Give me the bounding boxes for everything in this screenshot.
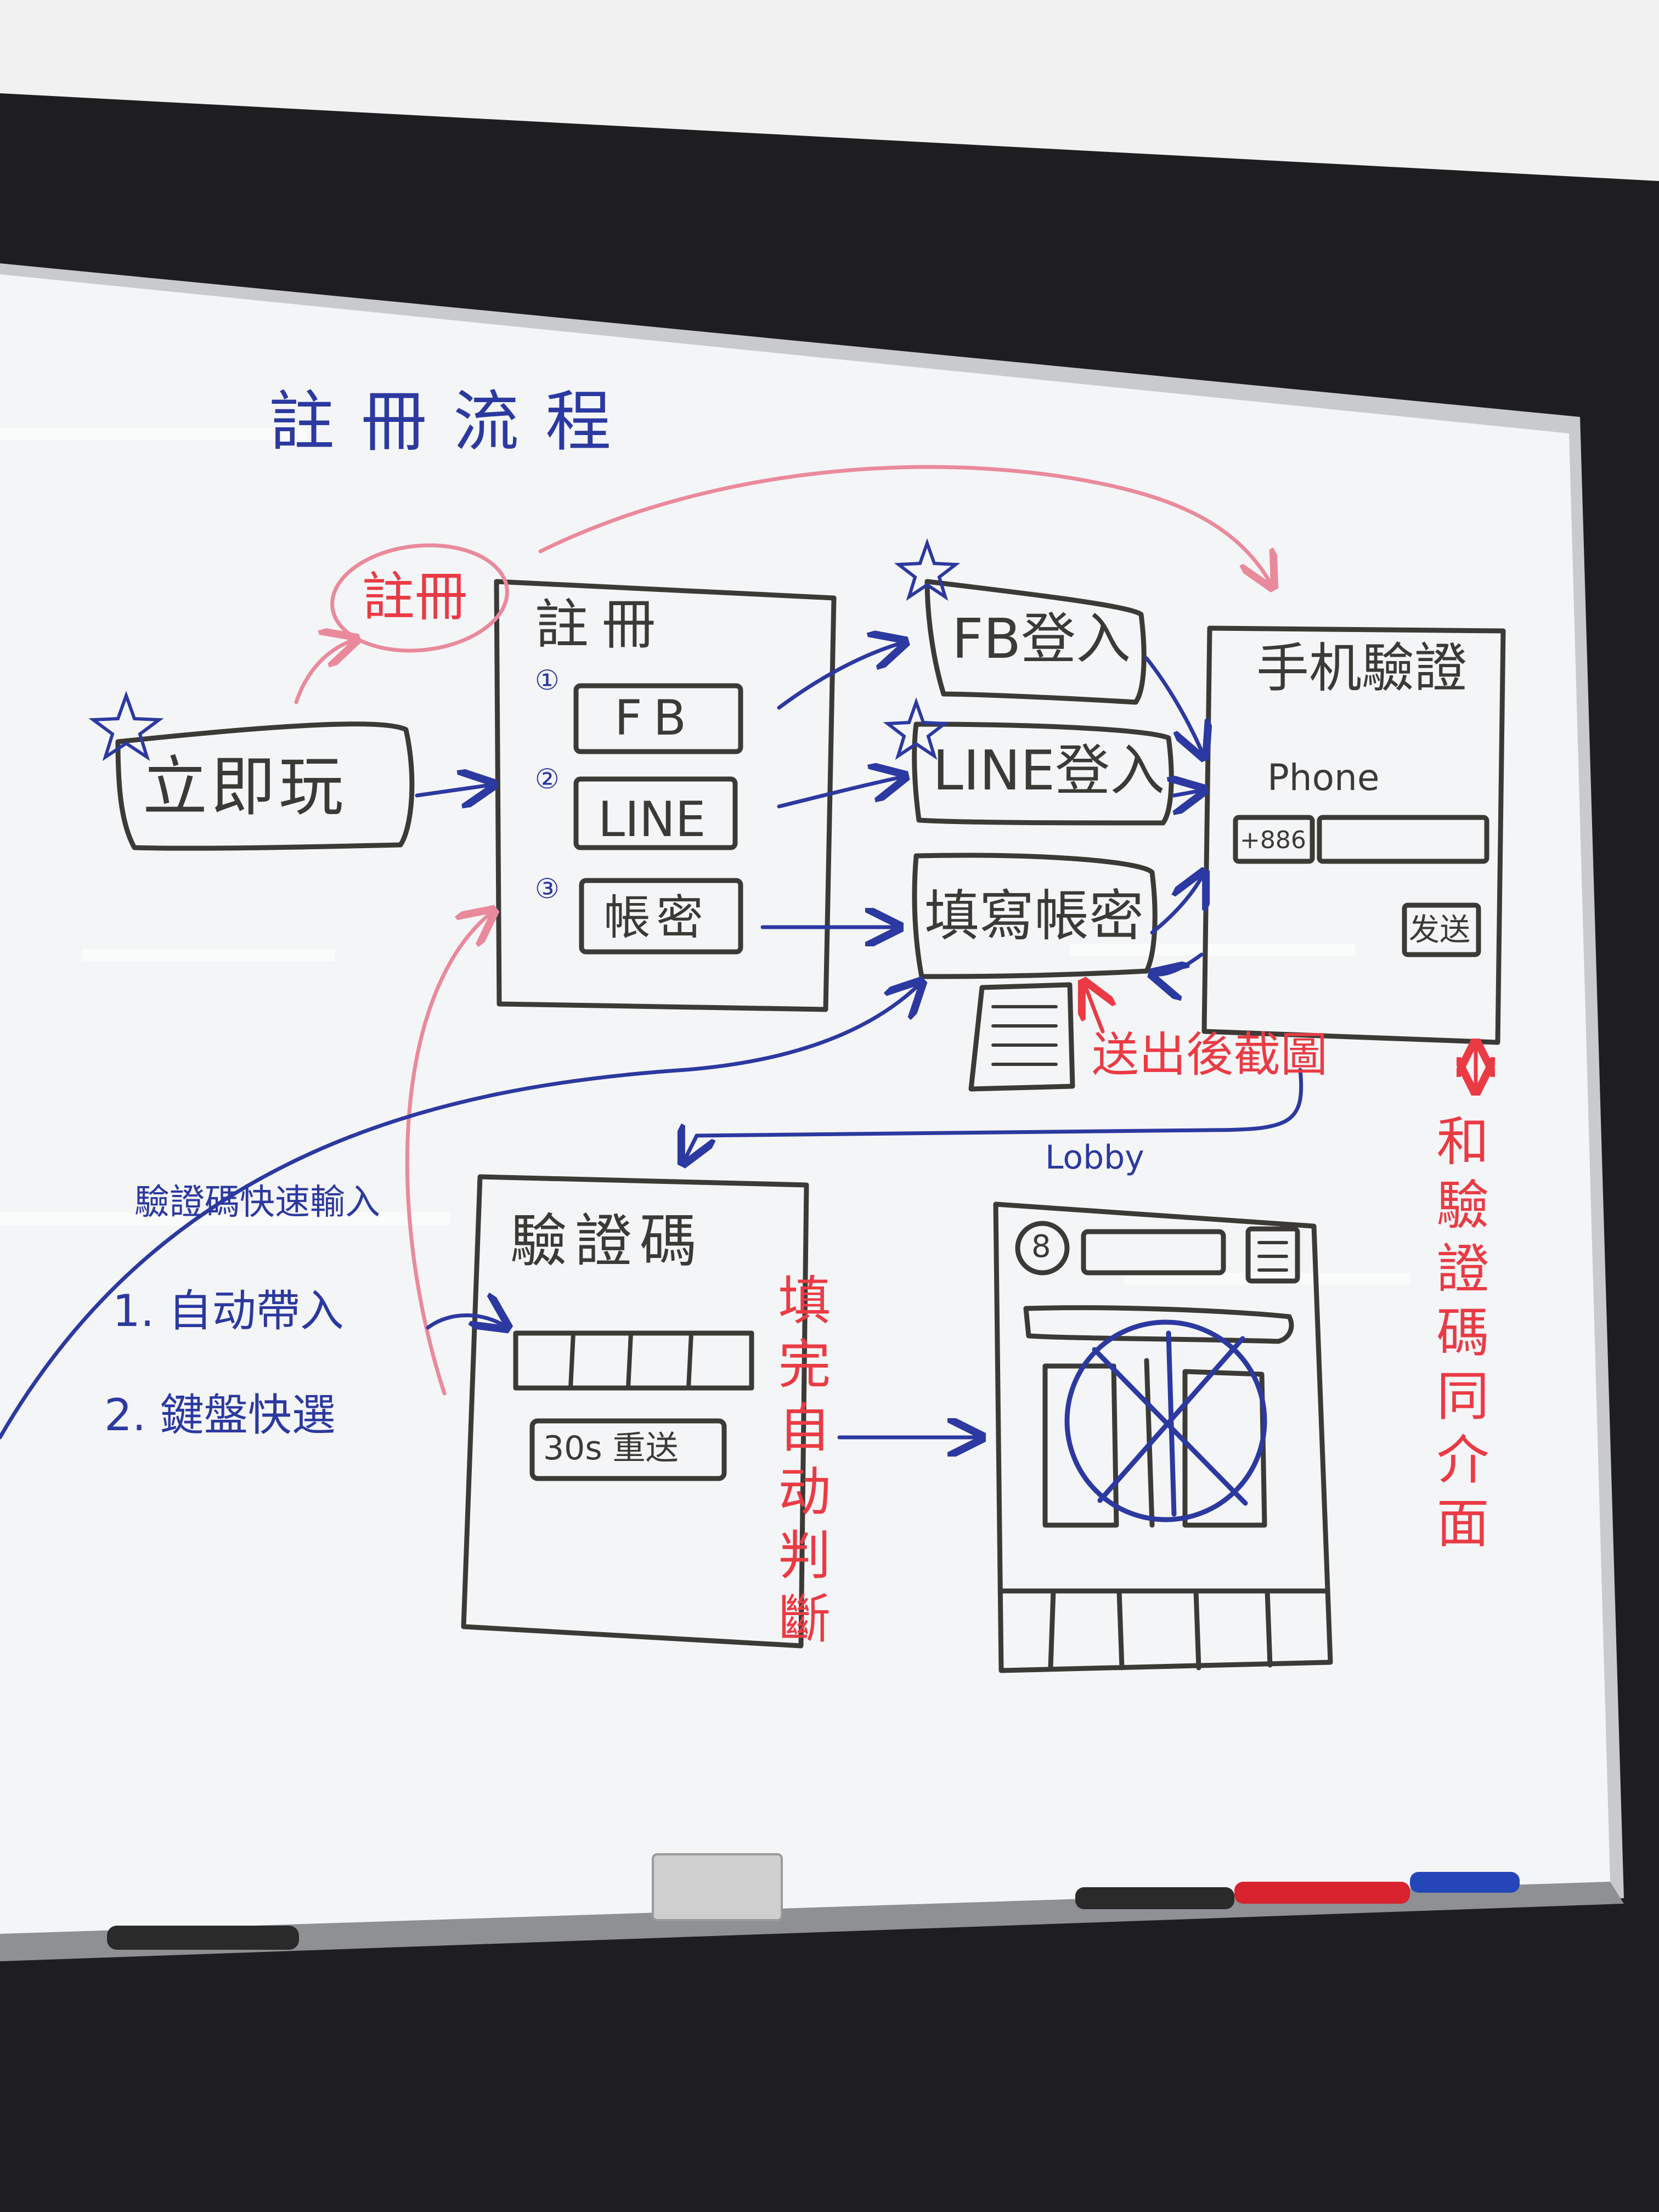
fb-login-box bbox=[924, 579, 1147, 705]
play-now-box bbox=[115, 721, 415, 851]
arrow-play-to-register bbox=[415, 785, 494, 795]
register-bubble-outline bbox=[330, 543, 509, 653]
ceiling bbox=[0, 0, 1659, 181]
register-box-title: 註冊 bbox=[535, 594, 669, 656]
resend-button-label: 30s 重送 bbox=[543, 1429, 679, 1468]
diagram-title: 註冊流程 bbox=[269, 384, 637, 460]
arrow-quick-input-to-code bbox=[0, 982, 922, 1440]
arrow-phone-to-verify bbox=[695, 1068, 1304, 1138]
avatar-circle bbox=[1015, 1221, 1070, 1276]
marker-blue bbox=[1410, 1872, 1520, 1893]
arrow-fill-to-phone bbox=[1150, 872, 1204, 935]
register-box bbox=[494, 579, 837, 1012]
code-cells bbox=[513, 1330, 754, 1391]
register-option-account: 帳密 bbox=[603, 890, 709, 945]
arrow-screenshot-note bbox=[1084, 982, 1103, 1034]
phone-verify-title: 手机驗證 bbox=[1256, 637, 1467, 699]
lobby-top-bar bbox=[1081, 1229, 1226, 1276]
account-option-box bbox=[579, 878, 743, 955]
line-option-box bbox=[573, 776, 738, 850]
board-surface bbox=[0, 274, 1610, 1934]
verify-code-box bbox=[461, 1174, 809, 1649]
auto-judge-note: 填完自动判斷 bbox=[769, 1273, 831, 1655]
quick-input-item-1: 1. 自动帶入 bbox=[112, 1285, 344, 1336]
fb-option-box bbox=[573, 683, 743, 754]
arrow-auto-to-code bbox=[426, 1316, 507, 1328]
register-option-num-3: ③ bbox=[535, 873, 560, 905]
arrow-linelogin-to-phone bbox=[1174, 790, 1204, 795]
register-option-num-2: ② bbox=[535, 763, 560, 795]
country-code: +886 bbox=[1240, 826, 1306, 854]
arrow-bubble-to-phone bbox=[538, 465, 1273, 587]
arrow-line-to-linelogin bbox=[777, 776, 905, 809]
arrow-phone-back-to-fill bbox=[1152, 952, 1204, 974]
marker-black-2 bbox=[1075, 1887, 1234, 1909]
marker-black-1 bbox=[107, 1926, 299, 1950]
arrow-fb-to-fblogin bbox=[777, 642, 905, 710]
fb-login-label: FB登入 bbox=[952, 607, 1131, 671]
register-option-line: LINE bbox=[598, 791, 706, 848]
register-option-num-1: ① bbox=[535, 664, 560, 696]
lobby-menu-box bbox=[1245, 1226, 1300, 1284]
lobby-avatar-number: 8 bbox=[1031, 1229, 1051, 1265]
arrow-fblogin-to-phone bbox=[1144, 656, 1204, 757]
send-button-label: 发送 bbox=[1409, 912, 1470, 948]
star-play bbox=[88, 691, 164, 761]
same-page-note: 和驗證碼同介面 bbox=[1427, 1114, 1489, 1559]
quick-input-heading: 驗證碼快速輸入 bbox=[134, 1182, 380, 1223]
lobby-screen-box bbox=[993, 1201, 1333, 1673]
verify-code-title: 驗證碼 bbox=[510, 1207, 705, 1274]
quick-input-item-2: 2. 鍵盤快選 bbox=[104, 1390, 336, 1441]
phone-input-box bbox=[1317, 815, 1489, 864]
star-line bbox=[883, 697, 950, 760]
lobby-label: Lobby bbox=[1045, 1138, 1144, 1177]
line-login-box bbox=[912, 721, 1174, 826]
lobby-banner bbox=[1023, 1305, 1294, 1344]
register-option-fb: FB bbox=[614, 690, 697, 746]
country-code-box bbox=[1233, 815, 1315, 864]
screenshot-note: 送出後截圖 bbox=[1092, 1028, 1328, 1082]
register-bubble-label: 註冊 bbox=[362, 566, 467, 628]
star-fb bbox=[894, 538, 961, 601]
phone-label: Phone bbox=[1267, 757, 1380, 799]
lobby-cross-circle bbox=[1064, 1319, 1267, 1522]
arrow-verify-to-register bbox=[405, 911, 494, 1396]
play-now-label: 立即玩 bbox=[143, 749, 347, 825]
fill-account-label: 填寫帳密 bbox=[924, 884, 1144, 948]
marker-red bbox=[1234, 1882, 1410, 1904]
document-sketch bbox=[968, 982, 1075, 1092]
eraser bbox=[652, 1853, 783, 1921]
arrow-play-to-bubble bbox=[294, 639, 357, 704]
resend-button-box bbox=[529, 1418, 727, 1481]
line-login-label: LINE登入 bbox=[933, 738, 1165, 803]
lobby-tab-bar bbox=[998, 1588, 1330, 1671]
send-button-box bbox=[1402, 902, 1481, 957]
